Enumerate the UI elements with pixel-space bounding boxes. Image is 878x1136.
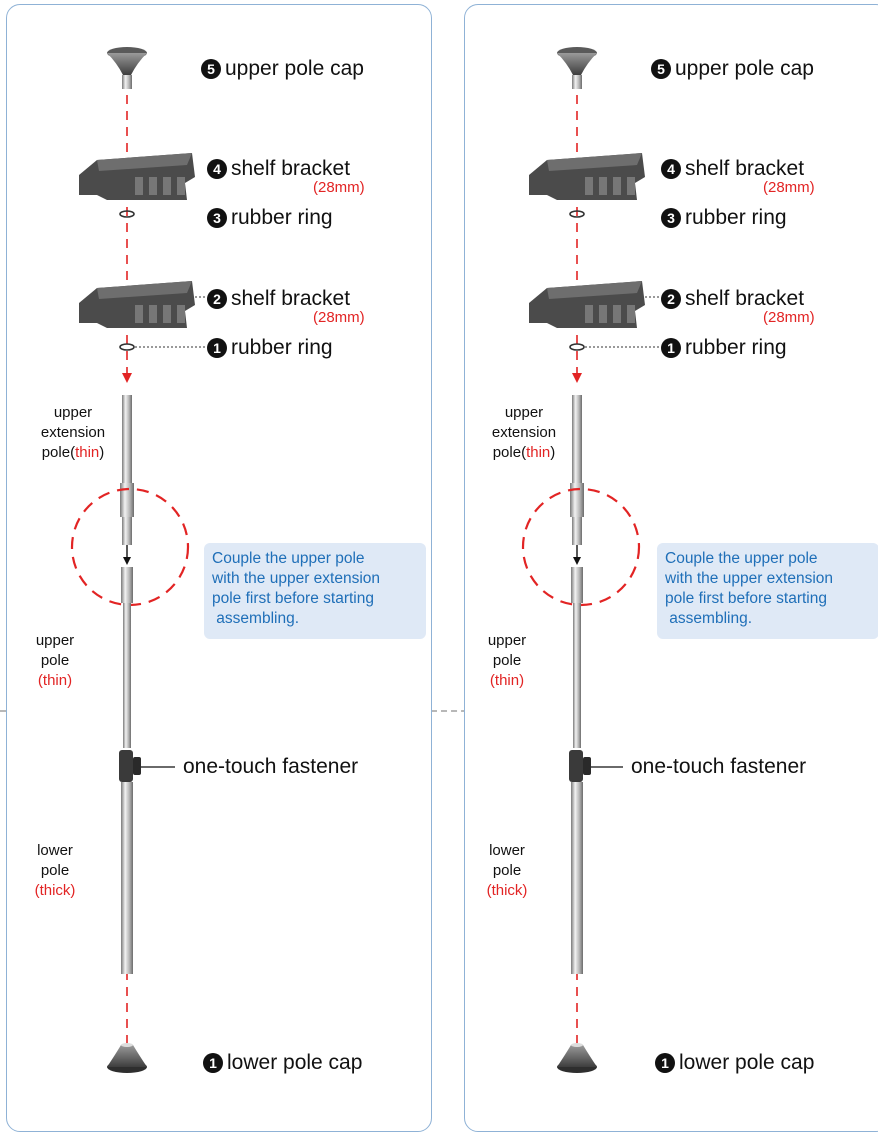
arrow-down-icon	[573, 557, 581, 565]
label-bracket-size: (28mm)	[313, 179, 365, 196]
label-bracket-size: (28mm)	[763, 179, 815, 196]
lower-pole-part	[571, 782, 583, 974]
upper-pole-cap-part	[557, 47, 597, 89]
assembly-illustration	[70, 47, 207, 1073]
arrow-down-icon	[122, 373, 132, 383]
label-bracket-size: (28mm)	[763, 309, 815, 326]
rubber-ring-bottom-part	[569, 343, 585, 351]
label-one-touch-fastener: one-touch fastener	[183, 755, 359, 778]
label-lower-pole: lower pole (thick)	[34, 842, 76, 899]
shelf-bracket-top-part	[79, 153, 195, 200]
label-one-touch-fastener: one-touch fastener	[631, 755, 807, 778]
upper-extension-pole-part	[572, 395, 582, 545]
shelf-bracket-top-part	[529, 153, 645, 200]
rubber-ring-bottom-part	[119, 343, 135, 351]
arrow-down-icon	[123, 557, 131, 565]
lower-pole-cap-part	[557, 1043, 597, 1073]
one-touch-fastener-part	[119, 750, 141, 782]
shelf-bracket-bottom-part	[79, 281, 195, 328]
arrow-down-icon	[572, 373, 582, 383]
rubber-ring-top-part	[569, 210, 585, 218]
shelf-bracket-bottom-part	[529, 281, 645, 328]
lower-pole-cap-part	[107, 1043, 147, 1073]
upper-extension-pole-part	[122, 395, 132, 545]
lower-pole-part	[121, 782, 133, 974]
label-bracket-size: (28mm)	[313, 309, 365, 326]
label-upper-pole: upper pole (thin)	[35, 632, 75, 689]
label-upper-extension-pole: upper extension pole(thin)	[40, 404, 106, 461]
label-upper-extension-pole: upper extension pole(thin)	[491, 404, 557, 461]
upper-pole-part	[121, 567, 133, 603]
label-lower-pole: lower pole (thick)	[486, 842, 528, 899]
rubber-ring-top-part	[119, 210, 135, 218]
one-touch-fastener-part	[569, 750, 591, 782]
coupling-note: Couple the upper pole with the upper ext…	[657, 543, 878, 639]
assembly-illustration	[521, 47, 661, 1073]
upper-pole-cap-part	[107, 47, 147, 89]
label-upper-pole: upper pole (thin)	[487, 632, 527, 689]
section-divider	[0, 710, 878, 712]
upper-pole-part	[571, 567, 583, 603]
coupling-note: Couple the upper pole with the upper ext…	[204, 543, 426, 639]
